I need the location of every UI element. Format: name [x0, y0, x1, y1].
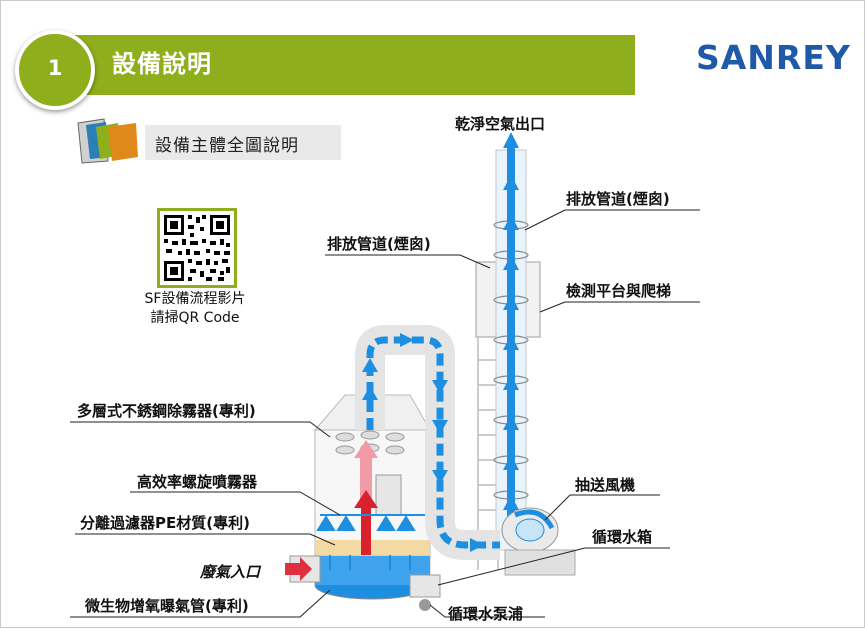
exit-label: 乾淨空氣出口: [455, 115, 546, 133]
demister-disks: [335, 430, 405, 455]
header-bar: [58, 35, 635, 95]
chimney-flow-arrows: [503, 132, 519, 528]
label-tank: 循環水箱: [592, 528, 653, 546]
duct-flow-arrows: [366, 336, 500, 549]
label-inlet: 廢氣入口: [200, 563, 261, 581]
water-tank: [409, 574, 441, 598]
leader-lines: [70, 209, 700, 618]
label-fan: 抽送風機: [575, 476, 636, 494]
internal-rising-flow: [360, 455, 372, 500]
page-title: 設備說明: [112, 50, 212, 78]
label-aeration: 微生物增氧曝氣管(專利): [85, 597, 249, 615]
fan-unit: [501, 507, 576, 576]
qr-code[interactable]: [157, 208, 237, 288]
label-stack-left: 排放管道(煙囪): [327, 235, 431, 253]
subtitle-icon: [77, 118, 138, 164]
subtitle: 設備主體全圖說明: [155, 136, 299, 156]
label-demister: 多層式不銹鋼除霧器(專利): [77, 402, 256, 420]
label-nozzle: 高效率螺旋噴霧器: [137, 473, 258, 491]
label-platform: 檢測平台與爬梯: [566, 282, 672, 300]
qr-caption: SF設備流程影片 請掃QR Code: [120, 290, 270, 328]
label-stack-right: 排放管道(煙囪): [566, 190, 670, 208]
section-number: 1: [47, 56, 63, 80]
water-pump: [419, 599, 431, 611]
subtitle-box: [145, 125, 341, 160]
qr-pattern-icon: [164, 215, 230, 281]
label-pump: 循環水泵浦: [448, 605, 524, 623]
label-pe-filter: 分離過濾器PE材質(專利): [80, 514, 250, 532]
qr-caption-line1: SF設備流程影片: [144, 291, 246, 307]
qr-caption-line2: 請掃QR Code: [150, 310, 240, 326]
section-number-badge: [15, 30, 95, 110]
brand-logo: SANREY: [696, 38, 851, 77]
spray-nozzles: [316, 514, 425, 570]
inlet-arrow: [285, 557, 312, 581]
